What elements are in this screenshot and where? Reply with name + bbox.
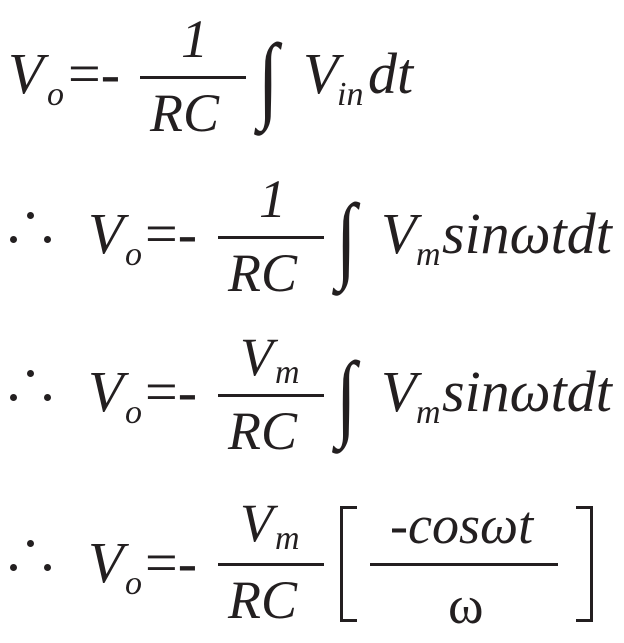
- right-bracket: [576, 506, 593, 622]
- equation-2: V o =- 1 RC ∫ V m sinωtdt: [0, 160, 624, 310]
- lhs-v: V: [88, 530, 124, 595]
- integrand-v: V: [381, 201, 417, 266]
- integrand-v: V: [381, 359, 417, 424]
- integrand-v: V: [303, 41, 339, 106]
- fraction-numerator: 1: [259, 169, 286, 229]
- fraction-bar: [218, 236, 324, 239]
- integrand-tail: sinωtdt: [442, 201, 612, 266]
- therefore-symbol: [8, 366, 58, 406]
- equals-minus: =-: [68, 41, 121, 106]
- integrand-subscript: m: [416, 394, 441, 431]
- equation-1: V o =- 1 RC ∫ V in dt: [0, 0, 624, 150]
- integrand-subscript: in: [337, 76, 364, 113]
- fraction-numerator-subscript: m: [275, 520, 300, 557]
- inner-fraction-bar: [370, 563, 558, 566]
- fraction-numerator: V: [240, 493, 273, 553]
- equals-minus: =-: [145, 530, 198, 595]
- lhs-v: V: [8, 41, 44, 106]
- equation-3: V o =- V m RC ∫ V m sinωtdt: [0, 318, 624, 468]
- therefore-symbol: [8, 208, 58, 248]
- left-bracket: [340, 506, 357, 622]
- integral-sign: ∫: [258, 24, 279, 131]
- fraction-numerator: V: [240, 327, 273, 387]
- equation-4: V o =- V m RC -cosωt ω: [0, 486, 624, 636]
- fraction-numerator: 1: [181, 9, 208, 69]
- inner-numerator: -cosωt: [390, 495, 534, 555]
- integrand-subscript: m: [416, 236, 441, 273]
- lhs-v: V: [88, 359, 124, 424]
- lhs-subscript: o: [125, 236, 142, 273]
- fraction-bar: [218, 563, 324, 566]
- equals-minus: =-: [145, 201, 198, 266]
- therefore-symbol: [8, 536, 58, 576]
- integrand-tail: sinωtdt: [442, 359, 612, 424]
- fraction-denominator: RC: [150, 83, 220, 143]
- fraction-denominator: RC: [228, 401, 298, 461]
- lhs-v: V: [88, 201, 124, 266]
- lhs-subscript: o: [47, 76, 64, 113]
- fraction-denominator: RC: [228, 243, 298, 303]
- integrand-tail: dt: [368, 41, 414, 106]
- inner-denominator: ω: [448, 575, 484, 635]
- fraction-bar: [140, 76, 246, 79]
- fraction-bar: [218, 394, 324, 397]
- lhs-subscript: o: [125, 394, 142, 431]
- integral-sign: ∫: [336, 342, 357, 449]
- lhs-subscript: o: [125, 565, 142, 602]
- fraction-denominator: RC: [228, 570, 298, 630]
- fraction-numerator-subscript: m: [275, 354, 300, 391]
- integral-sign: ∫: [336, 184, 357, 291]
- equals-minus: =-: [145, 359, 198, 424]
